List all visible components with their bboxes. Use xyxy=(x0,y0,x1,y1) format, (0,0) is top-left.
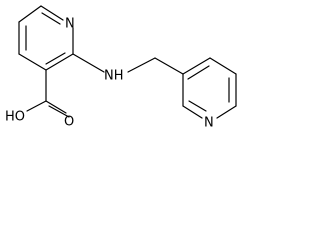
bond xyxy=(188,100,207,112)
chemical-structure-diagram: N NH HO O N xyxy=(5,5,237,131)
bond xyxy=(18,5,42,23)
carboxyl-group xyxy=(26,69,70,118)
amine-linker xyxy=(72,53,184,75)
bond xyxy=(182,105,203,119)
bond xyxy=(41,12,61,25)
bond xyxy=(45,100,67,114)
bond xyxy=(127,57,156,73)
bond xyxy=(72,53,105,73)
atom-label-carbonyl-oxygen: O xyxy=(64,115,74,130)
bond xyxy=(40,5,64,21)
bond xyxy=(209,57,237,75)
atom-label-ring-nitrogen-left: N xyxy=(65,17,75,32)
bond xyxy=(18,53,47,71)
atom-label-amine-nh: NH xyxy=(104,69,124,84)
bond xyxy=(154,57,184,75)
bond xyxy=(216,105,237,119)
pyridine-ring-right xyxy=(182,57,237,119)
bond xyxy=(26,100,47,112)
bond xyxy=(182,57,211,75)
atom-label-hydroxyl: HO xyxy=(5,110,25,125)
bond xyxy=(45,52,66,65)
atom-label-ring-nitrogen-right: N xyxy=(204,116,214,131)
bond xyxy=(187,65,210,80)
bond xyxy=(48,105,70,118)
bond xyxy=(45,53,74,71)
pyridine-ring-left xyxy=(18,5,74,71)
